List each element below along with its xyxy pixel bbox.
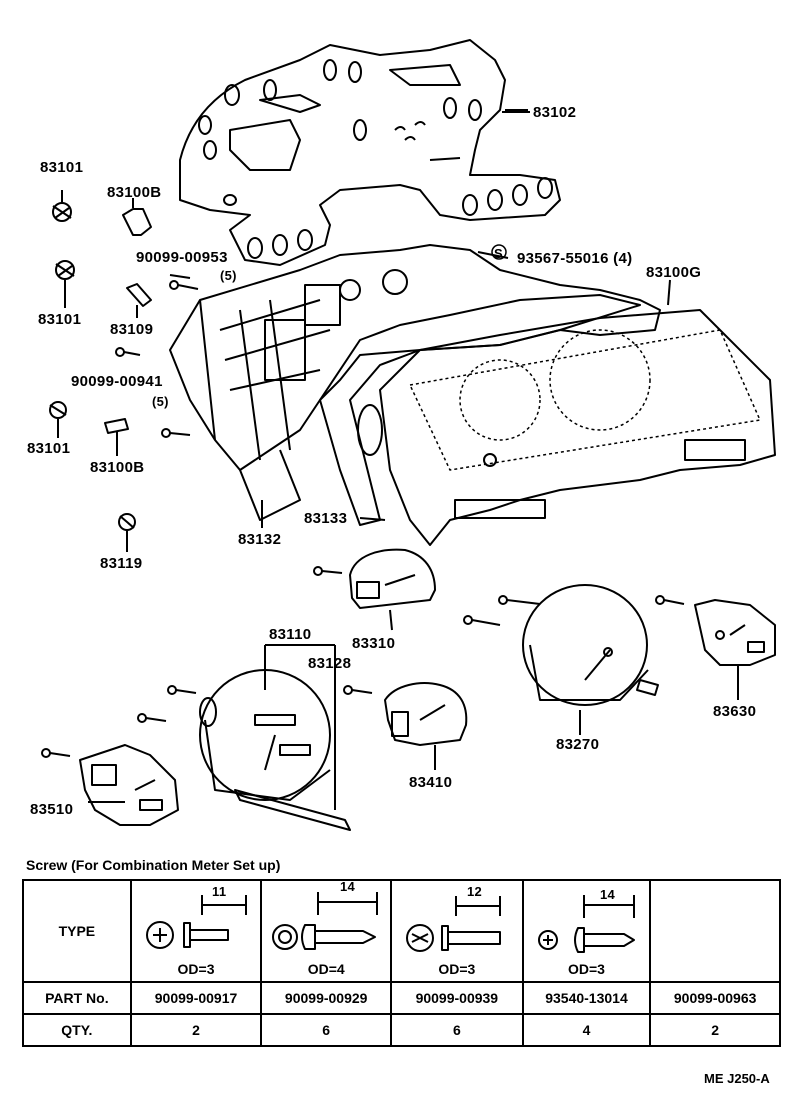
label-83100b-top: 83100B xyxy=(107,184,162,201)
gauge-83310 xyxy=(349,548,436,609)
type-cell-2: OD=4 xyxy=(260,879,393,983)
qty-cell-3: 6 xyxy=(390,1013,524,1047)
screw-83310 xyxy=(313,566,343,576)
qty-cell-2: 6 xyxy=(260,1013,393,1047)
type-cell-5 xyxy=(649,879,781,983)
part-header: PART No. xyxy=(22,981,132,1015)
bulb-socket-83101-b xyxy=(55,260,75,308)
label-93567-55016: 93567-55016 (4) xyxy=(517,250,633,267)
dim-2: 14 xyxy=(340,879,356,894)
bulb-83100b-top xyxy=(122,198,152,236)
bulb-socket-83101-c xyxy=(49,401,67,438)
type-cell-3: OD=3 xyxy=(390,879,524,983)
meter-glass xyxy=(379,309,776,546)
label-83510: 83510 xyxy=(30,801,74,818)
drawing-code: ME J250-A xyxy=(704,1071,770,1086)
tachometer-83270 xyxy=(522,584,659,706)
type-cell-4: OD=3 xyxy=(521,879,652,983)
label-83110: 83110 xyxy=(269,626,312,643)
type-cell-1: OD=3 xyxy=(129,879,263,983)
gauge-83510 xyxy=(79,744,179,826)
label-90099-00941-qty: (5) xyxy=(152,394,169,409)
part-cell-1: 90099-00917 xyxy=(129,981,263,1015)
screw-90099-00953 xyxy=(169,274,199,290)
gauge-83630 xyxy=(694,599,776,666)
table-title: Screw (For Combination Meter Set up) xyxy=(26,857,281,873)
label-83270: 83270 xyxy=(556,736,600,753)
part-cell-5: 90099-00963 xyxy=(649,981,781,1015)
qty-cell-1: 2 xyxy=(129,1013,263,1047)
part-cell-2: 90099-00929 xyxy=(260,981,393,1015)
meter-housing xyxy=(169,244,661,471)
screw-83510 xyxy=(41,748,71,758)
label-83100b-bottom: 83100B xyxy=(90,459,145,476)
bulb-socket-83101-a xyxy=(52,190,72,222)
label-83101-mid: 83101 xyxy=(38,311,82,328)
screw-83630 xyxy=(655,595,685,605)
table-row-part: PART No. 90099-00917 90099-00929 90099-0… xyxy=(22,981,781,1015)
label-90099-00953: 90099-00953 xyxy=(136,249,228,266)
s-mark-circle xyxy=(491,244,507,260)
qty-cell-5: 2 xyxy=(649,1013,781,1047)
qty-header: QTY. xyxy=(22,1013,132,1047)
dim-1: 11 xyxy=(212,884,227,899)
bulb-83109 xyxy=(126,283,152,318)
label-83102: 83102 xyxy=(533,104,577,121)
gauge-83410 xyxy=(384,682,468,746)
table-row-qty: QTY. 2 6 6 4 2 xyxy=(22,1013,781,1047)
dim-4: 14 xyxy=(600,887,616,902)
od-4: OD=3 xyxy=(568,961,605,977)
od-1: OD=3 xyxy=(177,961,215,977)
label-83132: 83132 xyxy=(238,531,282,548)
type-header: TYPE xyxy=(22,879,132,983)
label-83101-top: 83101 xyxy=(40,159,84,176)
label-90099-00941: 90099-00941 xyxy=(71,373,163,390)
screw-90099-00941 xyxy=(115,347,141,357)
label-83100g: 83100G xyxy=(646,264,702,281)
label-83410: 83410 xyxy=(409,774,453,791)
screw-83110-a xyxy=(167,685,197,695)
label-90099-00953-qty: (5) xyxy=(220,268,237,283)
screw-83410 xyxy=(343,685,373,695)
od-3: OD=3 xyxy=(438,961,476,977)
screw-table: TYPE OD=3 OD=4 OD=3 OD=3 PART No. 90099-… xyxy=(22,879,781,1047)
screw-loose-1 xyxy=(161,428,191,438)
label-83101-bottom: 83101 xyxy=(27,440,71,457)
label-83310: 83310 xyxy=(352,635,396,652)
dim-3: 12 xyxy=(467,884,483,899)
bulb-83100b-bottom xyxy=(104,418,129,456)
bulb-83119 xyxy=(118,513,136,552)
od-2: OD=4 xyxy=(307,961,345,977)
part-cell-4: 93540-13014 xyxy=(521,981,652,1015)
label-83119: 83119 xyxy=(100,555,143,572)
label-83109: 83109 xyxy=(110,321,154,338)
front-panel xyxy=(319,294,641,526)
screw-83110-b xyxy=(137,713,167,723)
label-83133: 83133 xyxy=(304,510,348,527)
speedometer-83110 xyxy=(199,669,351,831)
screw-83270-a xyxy=(498,595,541,605)
table-row-type: TYPE OD=3 OD=4 OD=3 OD=3 xyxy=(22,879,781,983)
screw-83270-b xyxy=(463,615,501,626)
part-cell-3: 90099-00939 xyxy=(390,981,524,1015)
label-s-mark: S xyxy=(494,246,503,261)
label-83128: 83128 xyxy=(308,655,352,672)
label-83630: 83630 xyxy=(713,703,757,720)
qty-cell-4: 4 xyxy=(521,1013,652,1047)
printed-circuit-plate xyxy=(179,39,561,266)
